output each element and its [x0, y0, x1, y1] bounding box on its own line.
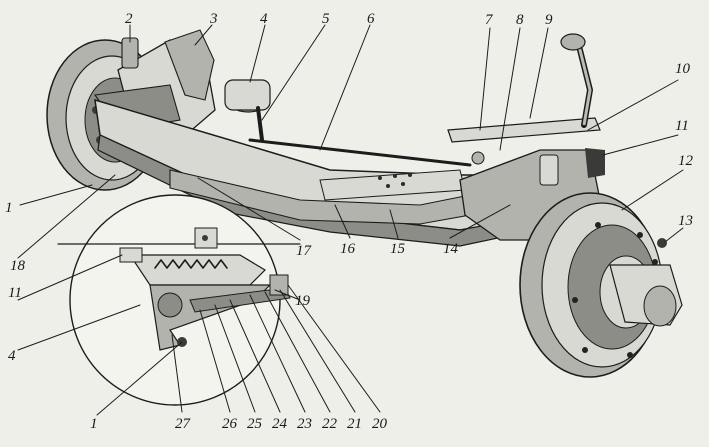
label-26: 26	[222, 416, 238, 432]
label-12: 12	[678, 153, 694, 169]
label-9: 9	[545, 12, 553, 28]
label-15: 15	[390, 241, 406, 257]
label-14: 14	[443, 241, 459, 257]
label-19: 19	[295, 293, 311, 309]
label-16: 16	[340, 241, 356, 257]
label-4-left: 4	[8, 348, 16, 364]
label-22: 22	[322, 416, 338, 432]
leader-lines	[17, 24, 684, 416]
label-10: 10	[675, 61, 691, 77]
label-1-bottom: 1	[90, 416, 98, 432]
label-3: 3	[209, 11, 218, 27]
right-brake-drum	[519, 192, 683, 378]
label-17: 17	[296, 243, 313, 259]
label-6: 6	[367, 11, 375, 27]
shock-absorber	[224, 79, 271, 142]
label-13: 13	[678, 213, 693, 229]
label-5: 5	[322, 11, 330, 27]
label-27: 27	[175, 416, 192, 432]
label-7: 7	[485, 12, 494, 28]
label-18: 18	[10, 258, 26, 274]
label-1-top: 1	[5, 200, 13, 216]
label-25: 25	[247, 416, 263, 432]
steering-linkage	[447, 33, 601, 165]
label-24: 24	[272, 416, 288, 432]
label-11-right: 11	[675, 118, 689, 134]
label-21: 21	[347, 416, 362, 432]
label-2: 2	[125, 11, 133, 27]
brake-detail-view	[57, 194, 301, 406]
callout-labels: 1 2 3 4 5 6 7 8 9 10 11 12 13 14 15 16 1…	[5, 11, 694, 432]
label-8: 8	[516, 12, 524, 28]
label-11-left: 11	[8, 285, 22, 301]
label-4-top: 4	[260, 11, 268, 27]
label-20: 20	[372, 416, 388, 432]
label-23: 23	[297, 416, 312, 432]
